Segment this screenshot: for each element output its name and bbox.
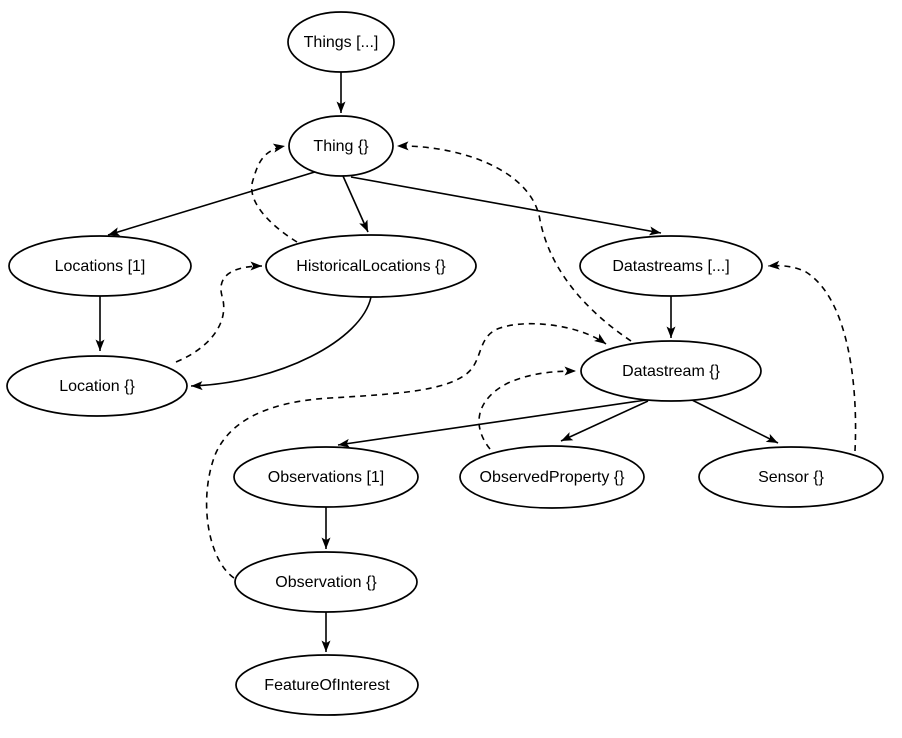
node-featureofinterest-label: FeatureOfInterest xyxy=(264,677,390,694)
node-sensor-label: Sensor {} xyxy=(758,469,824,486)
edge-datastream-to-observations xyxy=(337,398,654,448)
node-things-label: Things [...] xyxy=(304,34,379,51)
node-datastreams-label: Datastreams [...] xyxy=(612,258,729,275)
node-featureofinterest: FeatureOfInterest xyxy=(235,654,419,716)
node-observedproperty-label: ObservedProperty {} xyxy=(480,469,626,486)
node-thing: Thing {} xyxy=(288,115,394,177)
node-observedproperty: ObservedProperty {} xyxy=(459,445,645,509)
node-datastreams: Datastreams [...] xyxy=(579,235,763,297)
node-datastream-label: Datastream {} xyxy=(622,363,720,380)
edge-thing-to-locations xyxy=(107,170,319,236)
edge-historicallocations-to-location xyxy=(190,296,372,391)
node-historicallocations-label: HistoricalLocations {} xyxy=(296,258,446,275)
edge-thing-to-datastreams xyxy=(350,176,662,236)
edge-datastream-to-observedproperty xyxy=(560,400,649,442)
node-thing-label: Thing {} xyxy=(313,138,369,155)
edge-thing-to-historicallocations xyxy=(342,175,369,233)
node-observations: Observations [1] xyxy=(233,446,419,508)
edge-historicallocations-to-thing xyxy=(250,143,298,243)
node-locations-label: Locations [1] xyxy=(55,258,146,275)
node-things: Things [...] xyxy=(287,11,395,73)
edge-observation-to-datastream xyxy=(205,322,607,579)
node-locations: Locations [1] xyxy=(8,235,192,297)
edge-datastream-to-sensor xyxy=(691,399,779,444)
node-sensor: Sensor {} xyxy=(698,446,884,508)
node-historicallocations: HistoricalLocations {} xyxy=(265,234,477,298)
node-datastream: Datastream {} xyxy=(580,340,762,402)
node-observations-label: Observations [1] xyxy=(268,469,385,486)
node-location-label: Location {} xyxy=(59,378,135,395)
node-observation: Observation {} xyxy=(234,551,418,613)
edge-location-to-historicallocations xyxy=(175,261,263,363)
edge-datastream-to-thing xyxy=(396,141,632,342)
edge-observedproperty-to-datastream xyxy=(478,366,577,450)
node-observation-label: Observation {} xyxy=(275,574,377,591)
edge-sensor-to-datastreams xyxy=(767,260,857,452)
node-location: Location {} xyxy=(6,355,188,417)
